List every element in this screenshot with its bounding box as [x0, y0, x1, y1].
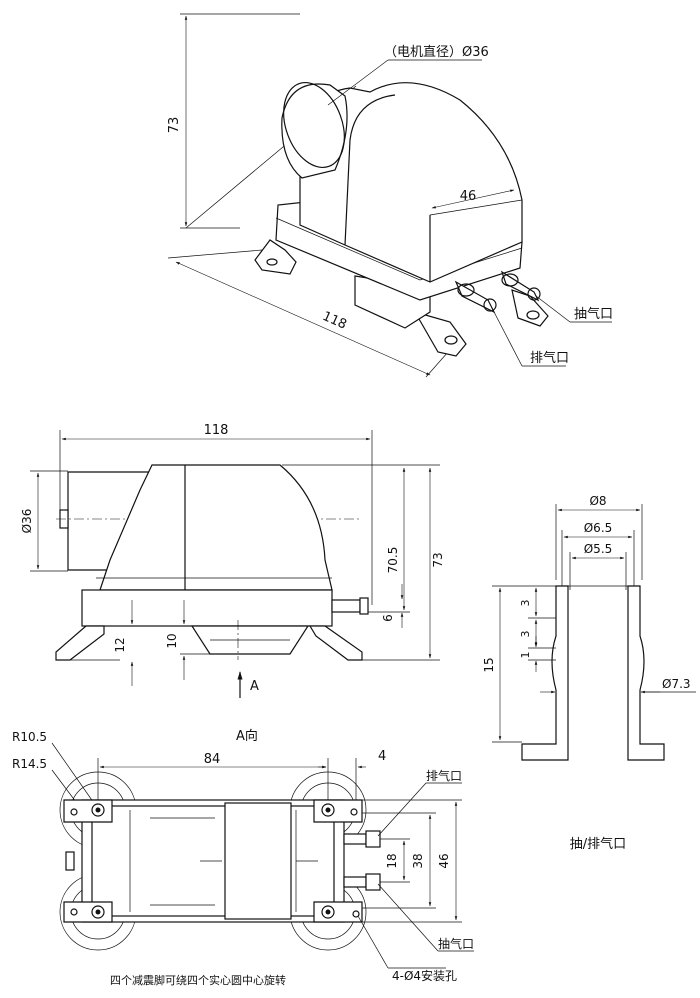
iso-length-label: 118: [320, 309, 349, 333]
front-height-body-label: 70.5: [386, 547, 400, 574]
iso-exhaust-label: 排气口: [530, 350, 569, 366]
bottom-exhaust-label: 排气口: [426, 768, 462, 783]
port-length-label: 15: [482, 657, 496, 672]
iso-width-label: 46: [460, 189, 477, 204]
iso-intake-label: 抽气口: [574, 306, 613, 322]
mounting-holes-label: 4-Ø4安装孔: [392, 968, 457, 983]
radius-outer-label: R14.5: [12, 757, 47, 771]
front-foot-height-label: 12: [113, 637, 127, 652]
hole-span-label: 84: [204, 752, 221, 767]
bottom-view: A向 R10.5 R14.5 84 4: [12, 728, 474, 987]
front-height-total-label: 73: [431, 552, 445, 567]
iso-intake-port: [500, 270, 541, 302]
port-outer-label: 38: [411, 853, 425, 868]
port-seg1-label: 3: [519, 600, 532, 607]
port-mid-dia-label: Ø6.5: [584, 521, 613, 535]
bottom-ports: [343, 830, 381, 891]
hole-offset-label: 4: [378, 749, 386, 764]
front-port-height-label: 6: [381, 614, 395, 622]
iso-exhaust-port: [454, 280, 497, 314]
port-base-dia-label: Ø7.3: [662, 677, 691, 691]
port-outer-dia-label: Ø8: [589, 494, 606, 508]
front-motor-dia-label: Ø36: [20, 509, 34, 534]
bottom-width-label: 46: [437, 853, 451, 868]
view-arrow-label: A: [250, 679, 259, 694]
isometric-view: 73 118 46 （电机直径）Ø36: [167, 13, 613, 378]
bottom-intake-label: 抽气口: [438, 936, 474, 951]
rotation-note: 四个减震脚可绕四个实心圆中心旋转: [110, 973, 286, 987]
front-view: 118 Ø36 70.5 73: [20, 423, 445, 698]
bottom-view-title: A向: [236, 728, 258, 744]
port-spacing-label: 18: [385, 853, 399, 868]
port-detail-caption: 抽/排气口: [570, 836, 626, 852]
mount-feet: [63, 799, 363, 923]
port-seg2-label: 3: [519, 631, 532, 638]
port-seg3-label: 1: [519, 652, 532, 659]
radius-inner-label: R10.5: [12, 730, 47, 744]
iso-motor-label: （电机直径）Ø36: [384, 45, 489, 60]
port-inner-dia-label: Ø5.5: [584, 542, 613, 556]
port-detail: Ø8 Ø6.5 Ø5.5 3 3 1 15: [482, 494, 696, 852]
front-base-height-label: 10: [165, 633, 179, 648]
iso-height-label: 73: [167, 117, 182, 134]
front-length-label: 118: [204, 423, 229, 438]
